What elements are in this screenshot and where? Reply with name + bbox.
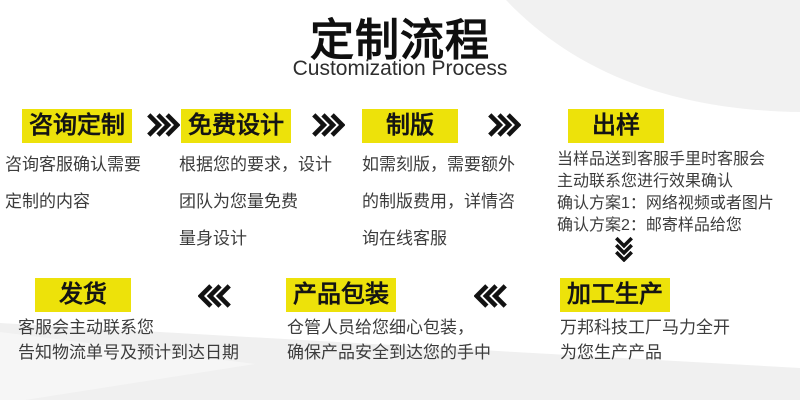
desc-line: 团队为您量免费: [179, 192, 298, 211]
step-desc-production: 万邦科技工厂马力全开 为您生产产品: [560, 315, 800, 365]
step-desc-sampling: 当样品送到客服手里时客服会 主动联系您进行效果确认 确认方案1：网络视频或者图片…: [557, 149, 800, 237]
desc-line: 的制版费用，详情咨: [362, 192, 515, 211]
step-label-plate-making: 制版: [362, 109, 458, 143]
step-label-production: 加工生产: [560, 278, 670, 312]
desc-line: 仓管人员给您细心包装，: [287, 318, 474, 337]
chevrons-left-icon: [198, 283, 232, 309]
desc-line: 确保产品安全到达您的手中: [287, 343, 491, 362]
desc-line: 告知物流单号及预计到达日期: [18, 343, 239, 362]
desc-line: 主动联系您进行效果确认: [557, 173, 734, 190]
desc-line: 为您生产产品: [560, 343, 662, 362]
chevrons-right-icon: [146, 112, 180, 138]
step-label-sampling: 出样: [568, 109, 664, 143]
chevrons-right-icon: [487, 112, 521, 138]
page-subtitle: Customization Process: [292, 57, 508, 80]
desc-line: 量身设计: [179, 229, 247, 248]
desc-line: 咨询客服确认需要: [5, 155, 141, 174]
desc-line: 确认方案2：邮寄样品给您: [557, 217, 742, 234]
step-desc-free-design: 根据您的要求，设计 团队为您量免费 量身设计: [179, 146, 369, 257]
desc-line: 询在线客服: [362, 229, 447, 248]
chevrons-left-icon: [474, 283, 508, 309]
desc-line: 客服会主动联系您: [18, 318, 154, 337]
step-desc-packaging: 仓管人员给您细心包装， 确保产品安全到达您的手中: [287, 315, 552, 365]
step-label-consult: 咨询定制: [22, 109, 132, 143]
desc-line: 根据您的要求，设计: [179, 155, 332, 174]
page-title: 定制流程: [310, 16, 490, 65]
desc-line: 当样品送到客服手里时客服会: [557, 151, 766, 168]
chevrons-right-icon: [311, 112, 345, 138]
desc-line: 定制的内容: [5, 192, 90, 211]
step-label-free-design: 免费设计: [181, 109, 291, 143]
step-label-packaging: 产品包装: [286, 278, 396, 312]
step-desc-plate-making: 如需刻版，需要额外 的制版费用，详情咨 询在线客服: [362, 146, 552, 257]
step-desc-consult: 咨询客服确认需要 定制的内容: [5, 146, 185, 220]
step-label-shipping: 发货: [35, 278, 131, 312]
step-desc-shipping: 客服会主动联系您 告知物流单号及预计到达日期: [18, 315, 293, 365]
chevrons-down-icon: [608, 236, 634, 270]
desc-line: 万邦科技工厂马力全开: [560, 318, 730, 337]
desc-line: 确认方案1：网络视频或者图片: [557, 195, 774, 212]
desc-line: 如需刻版，需要额外: [362, 155, 515, 174]
